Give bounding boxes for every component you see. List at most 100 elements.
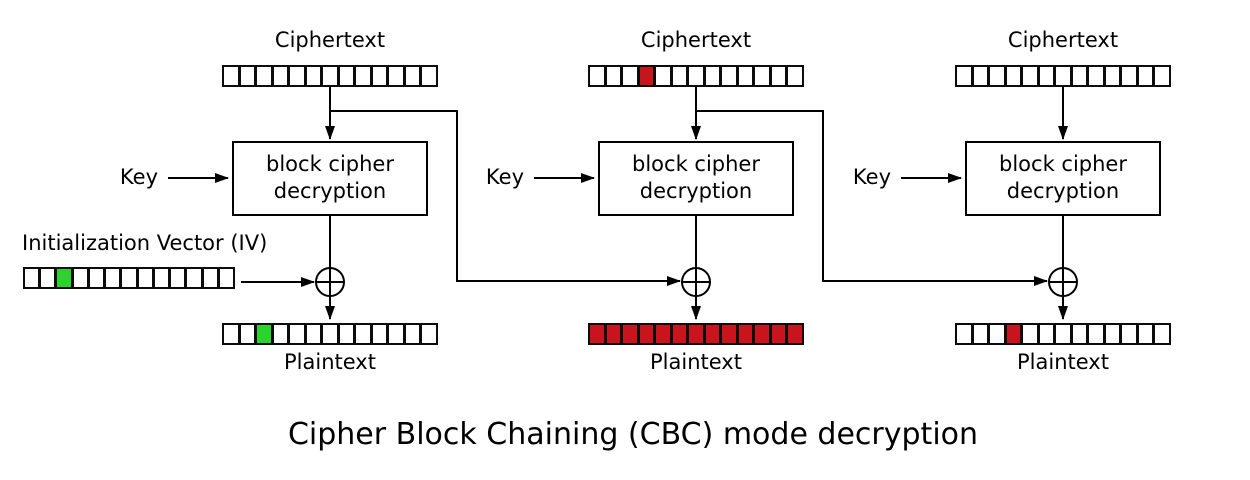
bit-cell-white	[271, 323, 290, 345]
bit-cell-red	[736, 323, 755, 345]
bit-cell-white	[604, 65, 623, 87]
bit-cell-white	[271, 65, 290, 87]
bit-cell-red	[769, 323, 788, 345]
bit-cell-green	[255, 323, 273, 345]
ciphertext-label-2: Ciphertext	[640, 28, 752, 52]
bit-cell-white	[687, 65, 705, 87]
bit-cell-red	[637, 323, 656, 345]
bit-cell-red	[753, 323, 771, 345]
bit-cell-white	[988, 323, 1006, 345]
plaintext-label-3: Plaintext	[1017, 350, 1109, 374]
bit-cell-white	[354, 323, 372, 345]
bit-cell-white	[769, 65, 788, 87]
bit-cell-white	[971, 323, 990, 345]
bit-cell-white	[955, 65, 973, 87]
bit-cell-white	[1120, 323, 1138, 345]
bit-cell-white	[1037, 65, 1056, 87]
bit-cell-white	[988, 65, 1006, 87]
bit-cell-red	[588, 323, 606, 345]
bit-cell-white	[720, 65, 738, 87]
bit-cell-green	[55, 267, 73, 289]
bit-cell-white	[387, 323, 405, 345]
bit-cell-white	[255, 65, 273, 87]
key-label-2: Key	[485, 165, 524, 189]
bit-cell-white	[1136, 323, 1155, 345]
ciphertext-row-1	[222, 65, 438, 87]
bit-cell-white	[1021, 323, 1039, 345]
block-cipher-box-line1: block cipher	[999, 152, 1127, 176]
plaintext-row-2	[588, 323, 804, 345]
block-cipher-decryption-box-1: block cipher decryption	[232, 141, 428, 216]
bit-cell-white	[201, 267, 219, 289]
ciphertext-row-2	[588, 65, 804, 87]
bit-cell-white	[1054, 323, 1072, 345]
bit-cell-white	[1153, 65, 1171, 87]
bit-cell-red	[637, 65, 656, 87]
bit-cell-red	[621, 323, 639, 345]
bit-cell-white	[337, 323, 356, 345]
bit-cell-white	[169, 267, 187, 289]
plaintext-row-3	[955, 323, 1171, 345]
bit-cell-white	[588, 65, 606, 87]
bit-cell-white	[420, 65, 438, 87]
plaintext-label-2: Plaintext	[650, 350, 742, 374]
bit-cell-white	[1070, 323, 1089, 345]
bit-cell-white	[1103, 323, 1122, 345]
bit-cell-white	[971, 65, 990, 87]
bit-cell-white	[736, 65, 755, 87]
bit-cell-white	[670, 65, 689, 87]
bit-cell-white	[288, 65, 306, 87]
bit-cell-white	[420, 323, 438, 345]
block-cipher-decryption-box-3: block cipher decryption	[965, 141, 1161, 216]
bit-cell-white	[403, 65, 422, 87]
xor-icon-3	[1048, 267, 1078, 297]
bit-cell-white	[1037, 323, 1056, 345]
diagram-caption: Cipher Block Chaining (CBC) mode decrypt…	[287, 417, 979, 452]
xor-icon-1	[315, 267, 345, 297]
block-cipher-decryption-box-2: block cipher decryption	[598, 141, 794, 216]
bit-cell-white	[152, 267, 171, 289]
block-cipher-box-line1: block cipher	[266, 152, 394, 176]
bit-cell-white	[321, 323, 339, 345]
bit-cell-white	[1087, 65, 1105, 87]
bit-cell-white	[304, 323, 323, 345]
bit-cell-white	[104, 267, 122, 289]
bit-cell-red	[654, 323, 672, 345]
bit-cell-white	[955, 323, 973, 345]
bit-cell-white	[238, 65, 257, 87]
key-label-3: Key	[852, 165, 891, 189]
bit-cell-white	[136, 267, 154, 289]
iv-label: Initialization Vector (IV)	[22, 231, 268, 255]
bit-cell-white	[354, 65, 372, 87]
bit-cell-white	[238, 323, 257, 345]
bit-cell-white	[87, 267, 106, 289]
iv-row	[23, 267, 236, 289]
bit-cell-white	[185, 267, 203, 289]
bit-cell-white	[337, 65, 356, 87]
bit-cell-white	[321, 65, 339, 87]
block-cipher-box-line2: decryption	[639, 179, 753, 203]
bit-cell-white	[370, 323, 389, 345]
bit-cell-white	[786, 65, 804, 87]
block-cipher-box-line2: decryption	[273, 179, 387, 203]
block-cipher-box-line1: block cipher	[632, 152, 760, 176]
bit-cell-white	[387, 65, 405, 87]
bit-cell-white	[1004, 65, 1023, 87]
bit-cell-white	[1120, 65, 1138, 87]
bit-cell-red	[786, 323, 804, 345]
block-cipher-box-line2: decryption	[1006, 179, 1120, 203]
bit-cell-white	[1087, 323, 1105, 345]
bit-cell-white	[1070, 65, 1089, 87]
bit-cell-white	[304, 65, 323, 87]
plaintext-label-1: Plaintext	[284, 350, 376, 374]
bit-cell-white	[222, 65, 240, 87]
bit-cell-white	[1021, 65, 1039, 87]
key-label-1: Key	[119, 165, 158, 189]
plaintext-row-1	[222, 323, 438, 345]
ciphertext-label-1: Ciphertext	[274, 28, 386, 52]
bit-cell-white	[621, 65, 639, 87]
bit-cell-white	[703, 65, 722, 87]
bit-cell-red	[604, 323, 623, 345]
ciphertext-label-3: Ciphertext	[1007, 28, 1119, 52]
